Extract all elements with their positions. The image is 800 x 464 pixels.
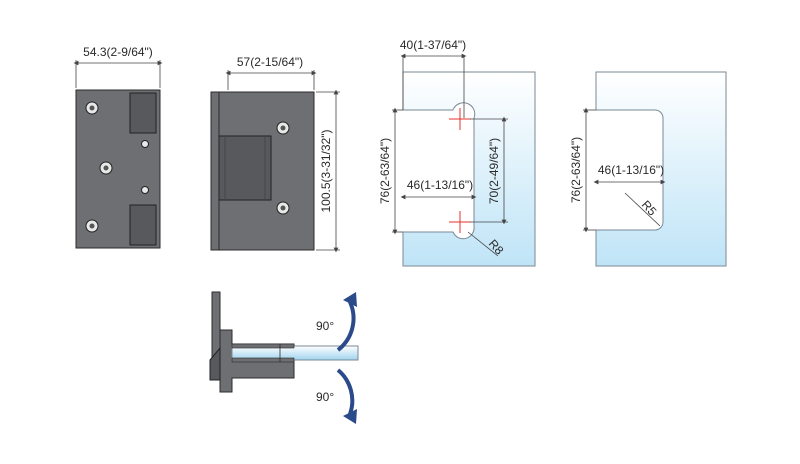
glass-edge [231,345,359,361]
plate-recess-bottom [129,204,157,246]
glass-panel [402,71,536,267]
glass-cutout-view-1: 40(1-37/64") 76(2-63/64") 46(1-13/16") 7… [378,38,536,267]
hinge-knuckle [218,135,272,201]
hinge-height-label: 100.5(3-31/32") [319,130,333,213]
cutout-height-label-1: 76(2-63/64") [378,138,392,204]
plate-pin-hole [141,186,149,194]
hinge-top-view: 90° 90° [209,291,359,424]
plate-width-label: 54.3(2-9/64") [83,45,153,59]
rotate-down-arrow [336,368,355,415]
hinge-side-view: 57(2-15/64") 100.5(3-31/32") [210,55,340,253]
cutout-offset-label: 40(1-37/64") [400,38,466,52]
plate-recess-top [129,92,157,134]
angle-up-label: 90° [316,319,334,333]
cutout-depth-label-2: 46(1-13/16") [598,163,664,177]
plate-pin-hole [141,140,149,148]
glass-cutout-view-2: 76(2-63/64") 46(1-13/16") R5 [569,71,727,267]
cutout-depth-label-1: 46(1-13/16") [407,178,473,192]
hole-spacing-label: 70(2-49/64") [487,138,501,204]
hinge-width-label: 57(2-15/64") [237,55,303,69]
cutout-height-label-2: 76(2-63/64") [569,137,583,203]
mounting-plate-view: 54.3(2-9/64") [73,45,163,249]
wall-plate-edge [210,91,220,251]
angle-down-label: 90° [316,390,334,404]
radius-label-2: R5 [639,198,660,219]
rotate-up-arrow [336,301,356,352]
